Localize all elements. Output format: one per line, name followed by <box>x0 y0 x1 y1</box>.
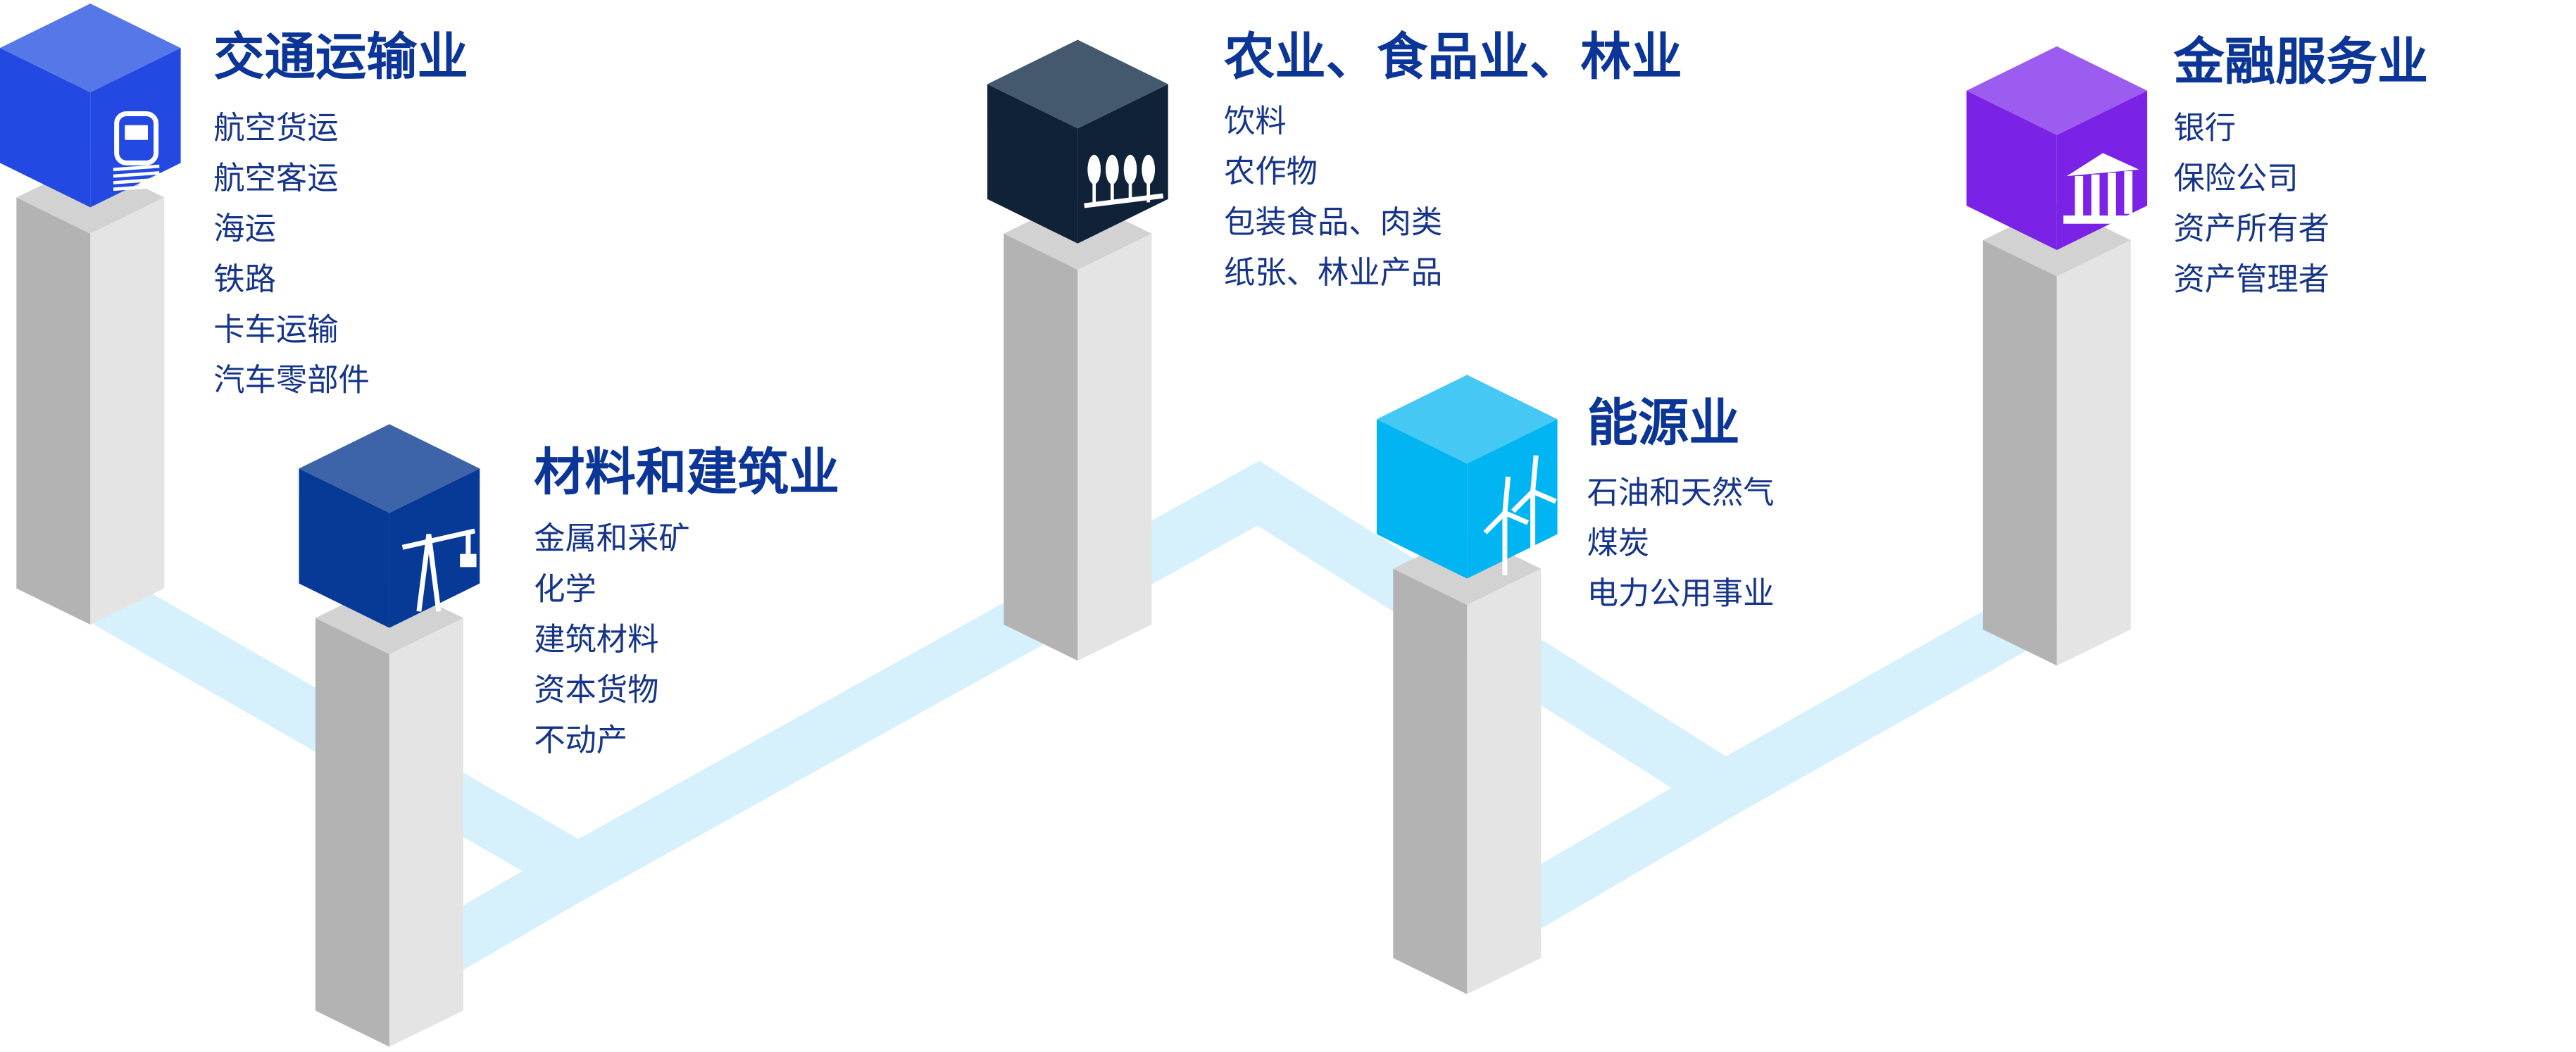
sector-item: 资本货物 <box>534 672 658 708</box>
sector-item: 汽车零部件 <box>213 363 370 399</box>
cube <box>987 39 1168 244</box>
sector-item: 资产管理者 <box>2173 261 2330 297</box>
sector-item: 保险公司 <box>2173 161 2298 196</box>
cube <box>299 424 480 628</box>
sector-item: 电力公用事业 <box>1587 576 1775 612</box>
sector-item: 不动产 <box>534 722 627 758</box>
train-icon <box>113 111 160 192</box>
wind-turbine-icon <box>1483 455 1557 575</box>
pillar <box>1982 203 2131 666</box>
sector-item: 航空货运 <box>213 110 338 146</box>
sector-title: 交通运输业 <box>213 27 468 87</box>
bank-icon <box>2063 153 2139 224</box>
cube <box>1966 46 2148 251</box>
sector-item: 化学 <box>534 571 596 607</box>
sector-item: 饮料 <box>1224 104 1287 139</box>
sector-item: 石油和天然气 <box>1587 475 1775 511</box>
sector-title: 材料和建筑业 <box>534 444 839 503</box>
sector-block <box>987 39 1168 661</box>
sector-block <box>1376 375 1558 994</box>
sector-item: 农作物 <box>1224 154 1318 190</box>
pillar <box>1393 532 1542 994</box>
sector-item: 海运 <box>213 211 276 247</box>
sector-item: 纸张、林业产品 <box>1224 255 1442 291</box>
pillar <box>315 582 463 1047</box>
sector-item: 金属和采矿 <box>534 521 690 557</box>
sector-item: 资产所有者 <box>2173 211 2330 247</box>
sector-block <box>1966 46 2148 666</box>
pillar <box>1003 197 1152 661</box>
sector-title: 能源业 <box>1587 394 1740 453</box>
cube <box>1376 375 1558 579</box>
cube <box>0 4 181 208</box>
sector-item: 铁路 <box>213 261 276 297</box>
sector-block <box>0 4 181 625</box>
sector-item: 建筑材料 <box>534 622 658 658</box>
sector-item: 银行 <box>2173 110 2236 146</box>
crane-icon <box>401 528 477 612</box>
wheat-icon <box>1084 154 1164 208</box>
sector-item: 包装食品、肉类 <box>1224 204 1442 240</box>
sector-title: 金融服务业 <box>2172 32 2428 92</box>
pillar <box>16 161 165 625</box>
sector-item: 航空客运 <box>213 161 338 196</box>
sector-title: 农业、食品业、林业 <box>1224 27 1682 87</box>
sector-block <box>299 424 480 1047</box>
sector-item: 煤炭 <box>1587 525 1650 561</box>
sector-item: 卡车运输 <box>213 312 338 348</box>
